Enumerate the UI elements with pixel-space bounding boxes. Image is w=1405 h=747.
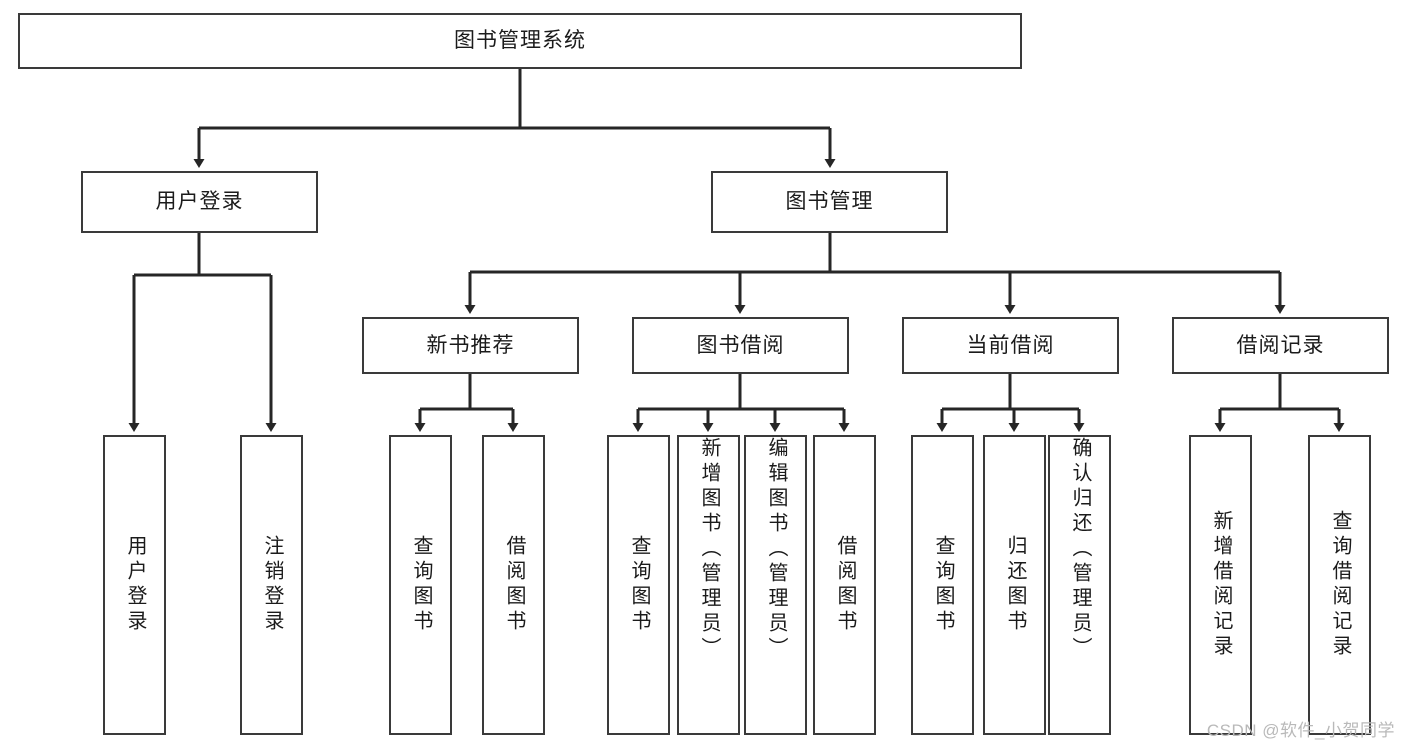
node-new-book-rec-label: 新书推荐 bbox=[426, 333, 515, 357]
node-borrow-record[interactable]: 借阅记录 bbox=[1172, 317, 1389, 374]
node-leaf-user-logout[interactable]: 注销登录 bbox=[240, 435, 303, 735]
node-leaf-query-book-3-label: 查询图书 bbox=[932, 535, 954, 635]
node-borrow-record-label: 借阅记录 bbox=[1236, 333, 1325, 357]
node-leaf-return-book-label: 归还图书 bbox=[1004, 535, 1026, 635]
node-book-manage[interactable]: 图书管理 bbox=[711, 171, 948, 233]
node-leaf-confirm-return-label: 确认归还（管理员） bbox=[1069, 437, 1091, 662]
node-new-book-rec[interactable]: 新书推荐 bbox=[362, 317, 579, 374]
node-leaf-add-book[interactable]: 新增图书（管理员） bbox=[677, 435, 740, 735]
node-leaf-user-login[interactable]: 用户登录 bbox=[103, 435, 166, 735]
node-root[interactable]: 图书管理系统 bbox=[18, 13, 1022, 69]
node-leaf-query-record[interactable]: 查询借阅记录 bbox=[1308, 435, 1371, 735]
node-leaf-add-record[interactable]: 新增借阅记录 bbox=[1189, 435, 1252, 735]
node-book-borrow[interactable]: 图书借阅 bbox=[632, 317, 849, 374]
node-book-borrow-label: 图书借阅 bbox=[696, 333, 785, 357]
node-leaf-user-logout-label: 注销登录 bbox=[261, 535, 283, 635]
node-book-manage-label: 图书管理 bbox=[785, 190, 874, 214]
node-user-login-label: 用户登录 bbox=[155, 190, 244, 214]
node-leaf-confirm-return[interactable]: 确认归还（管理员） bbox=[1048, 435, 1111, 735]
node-leaf-edit-book-label: 编辑图书（管理员） bbox=[765, 437, 787, 662]
node-leaf-return-book[interactable]: 归还图书 bbox=[983, 435, 1046, 735]
node-leaf-query-book-2[interactable]: 查询图书 bbox=[607, 435, 670, 735]
node-leaf-query-record-label: 查询借阅记录 bbox=[1329, 510, 1351, 660]
node-leaf-query-book-3[interactable]: 查询图书 bbox=[911, 435, 974, 735]
node-current-borrow-label: 当前借阅 bbox=[966, 333, 1055, 357]
node-leaf-borrow-book-2[interactable]: 借阅图书 bbox=[813, 435, 876, 735]
node-root-label: 图书管理系统 bbox=[454, 29, 586, 53]
node-leaf-query-book-1[interactable]: 查询图书 bbox=[389, 435, 452, 735]
watermark: CSDN @软件_小贺同学 bbox=[1206, 721, 1395, 740]
node-leaf-borrow-book-1[interactable]: 借阅图书 bbox=[482, 435, 545, 735]
node-leaf-user-login-label: 用户登录 bbox=[124, 535, 146, 635]
node-leaf-add-book-label: 新增图书（管理员） bbox=[698, 437, 720, 662]
node-leaf-edit-book[interactable]: 编辑图书（管理员） bbox=[744, 435, 807, 735]
node-current-borrow[interactable]: 当前借阅 bbox=[902, 317, 1119, 374]
node-leaf-add-record-label: 新增借阅记录 bbox=[1210, 510, 1232, 660]
node-leaf-borrow-book-1-label: 借阅图书 bbox=[503, 535, 525, 635]
node-leaf-query-book-1-label: 查询图书 bbox=[410, 535, 432, 635]
node-user-login[interactable]: 用户登录 bbox=[81, 171, 318, 233]
node-leaf-query-book-2-label: 查询图书 bbox=[628, 535, 650, 635]
node-leaf-borrow-book-2-label: 借阅图书 bbox=[834, 535, 856, 635]
